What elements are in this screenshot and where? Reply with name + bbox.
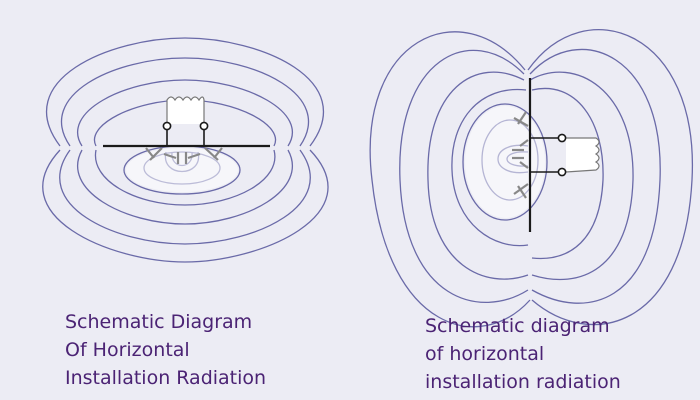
- right-field-line-1-left: [369, 31, 531, 328]
- right-field-line-2-right: [529, 48, 661, 304]
- left-field-line-4-lower: [94, 149, 276, 206]
- left-caption: Schematic Diagram Of Horizontal Installa…: [65, 308, 266, 392]
- right-terminal-icon: [557, 167, 567, 177]
- right-field-line-1-right: [527, 29, 693, 326]
- left-antenna: [103, 96, 270, 164]
- left-coil-icon: [166, 96, 205, 124]
- right-caption-line-1: Schematic diagram: [425, 315, 610, 337]
- right-capacitor-icon: [512, 111, 529, 199]
- left-field-line-1-upper: [45, 37, 325, 147]
- left-caption-line-2: Of Horizontal: [65, 339, 190, 361]
- right-antenna: [512, 78, 600, 232]
- right-coil-icon: [565, 137, 600, 173]
- right-field-line-4-right: [531, 87, 604, 260]
- left-caption-line-1: Schematic Diagram: [65, 311, 253, 333]
- right-field-line-3-left: [427, 71, 529, 280]
- right-terminal-icon: [557, 133, 567, 143]
- left-field-line-3-lower: [76, 149, 294, 225]
- left-caption-line-3: Installation Radiation: [65, 367, 267, 389]
- right-caption: Schematic diagram of horizontal installa…: [425, 312, 621, 396]
- right-field-line-2-left: [399, 49, 529, 303]
- left-field-line-2-lower: [59, 149, 311, 245]
- right-caption-line-2: of horizontal: [425, 343, 545, 365]
- left-field-line-1-lower: [42, 149, 329, 263]
- right-inner-glow: [465, 106, 545, 218]
- right-field-line-3-right: [529, 71, 634, 281]
- left-terminal-icon: [162, 121, 172, 131]
- left-inner-glow: [126, 148, 238, 192]
- left-field-line-2-upper: [61, 57, 309, 147]
- left-field-line-3-upper: [76, 79, 294, 147]
- left-capacitor-icon: [145, 147, 223, 164]
- right-caption-line-3: installation radiation: [425, 371, 621, 393]
- left-terminal-icon: [199, 121, 209, 131]
- right-field-line-4-left: [451, 88, 529, 247]
- right-inner-loop-1: [462, 103, 548, 221]
